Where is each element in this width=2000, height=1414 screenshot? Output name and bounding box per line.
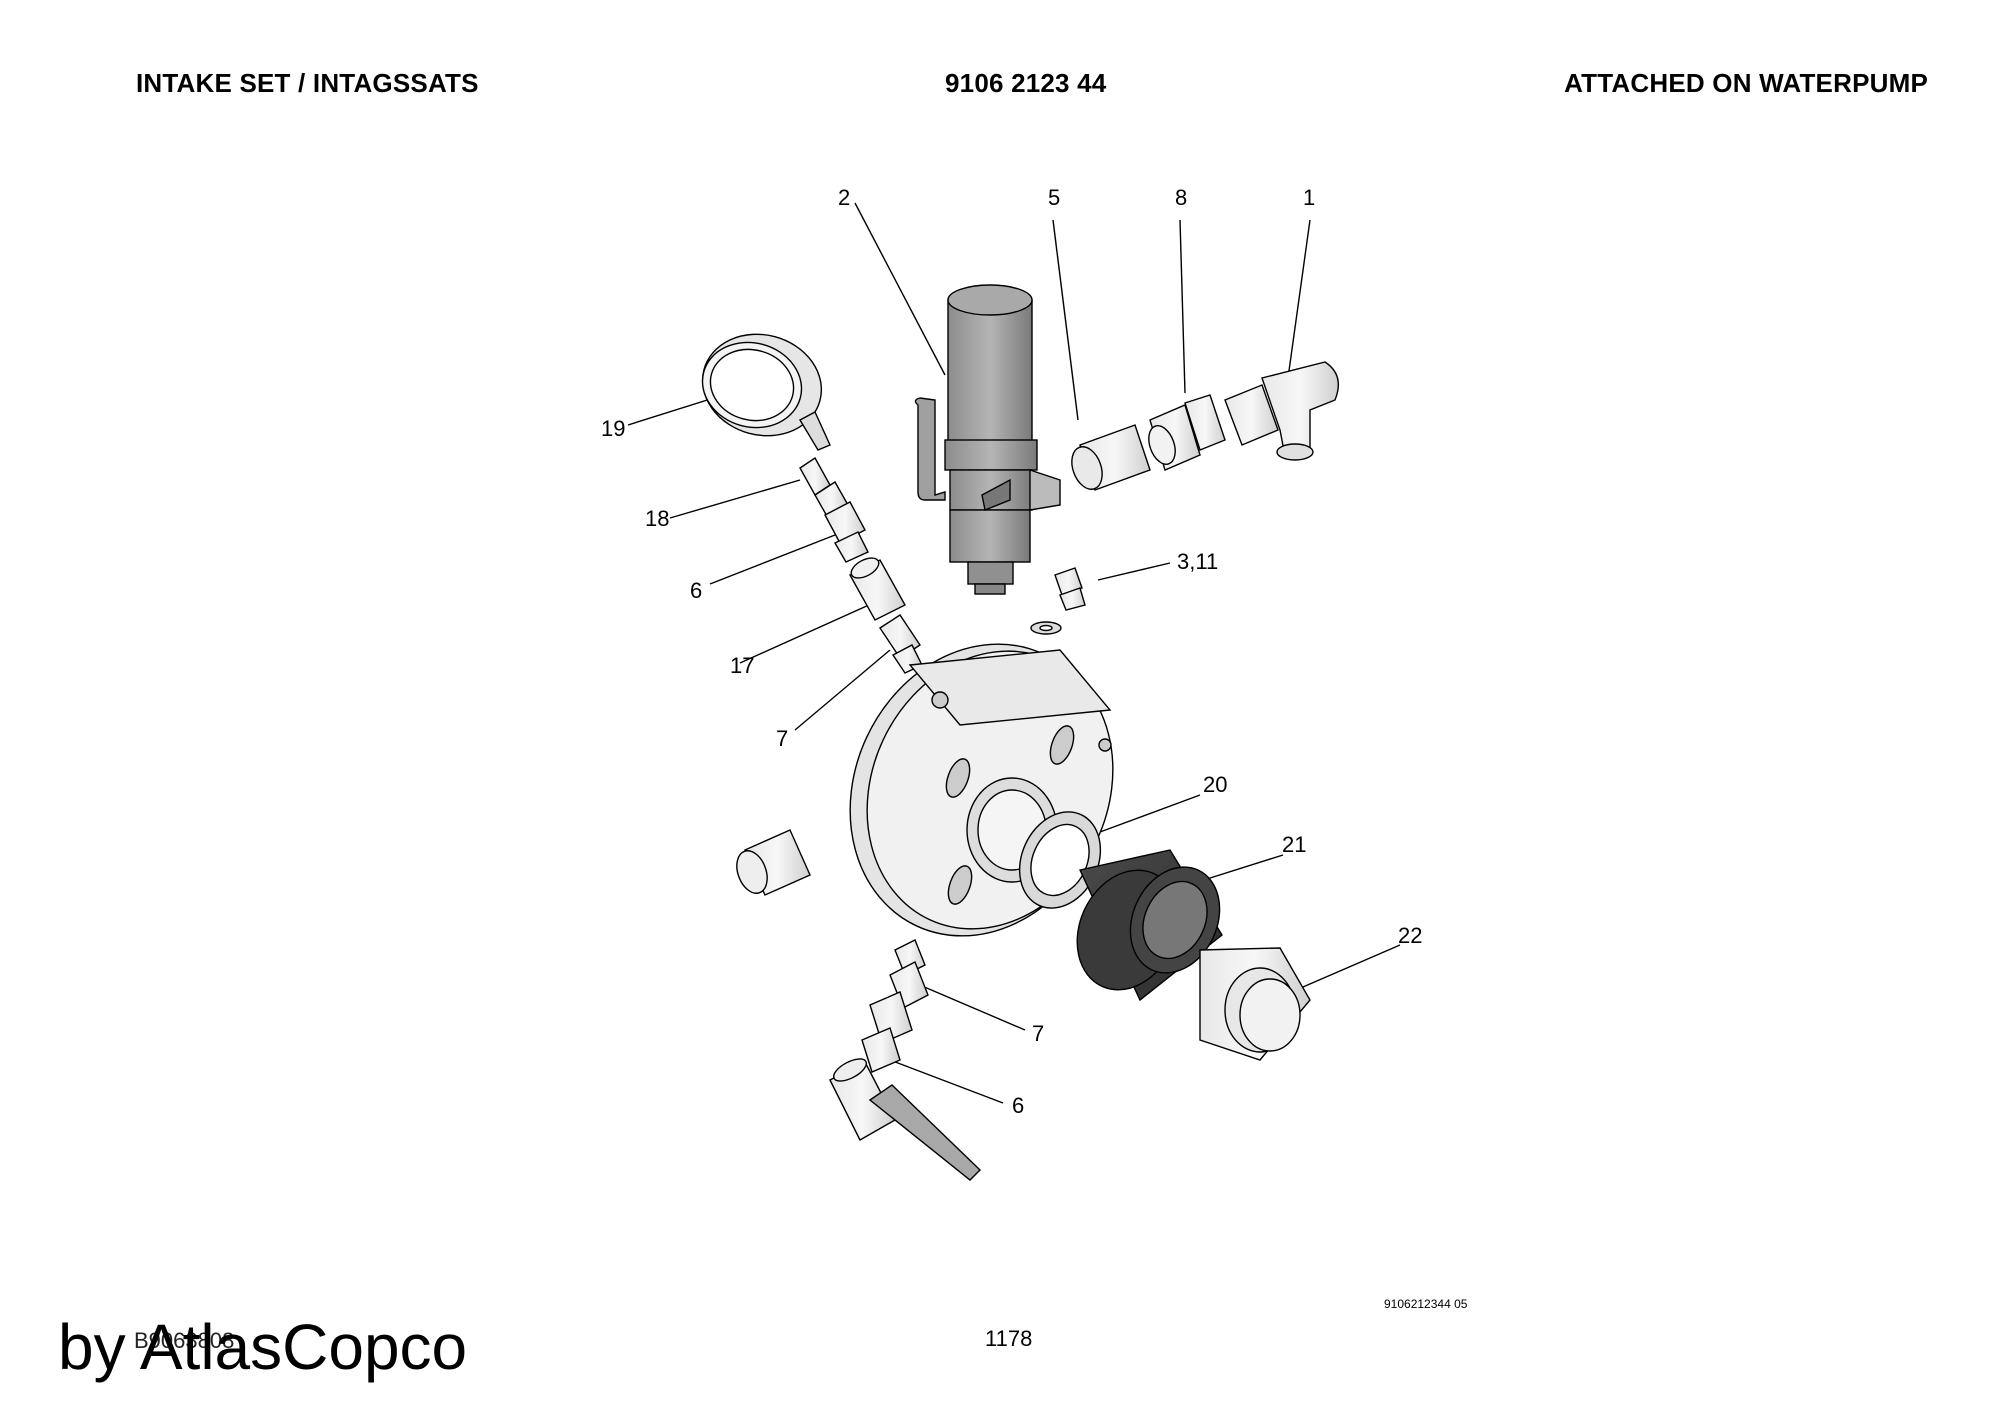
callout-2: 2 <box>838 185 850 210</box>
callout-5: 5 <box>1048 185 1060 210</box>
brand-watermark: by AtlasCopco <box>58 1311 468 1383</box>
callout-6-lower: 6 <box>1012 1093 1024 1118</box>
drain-cock-icon <box>829 1058 981 1181</box>
fitting-6-upper-icon <box>824 501 869 563</box>
header-part-number: 9106 2123 44 <box>945 68 1107 98</box>
valve-2-icon <box>914 284 1061 595</box>
header-subtitle: ATTACHED ON WATERPUMP <box>1564 68 1928 98</box>
callout-21: 21 <box>1282 832 1306 857</box>
rubber-coupling-21-icon <box>1076 849 1223 1002</box>
callout-8: 8 <box>1175 185 1187 210</box>
document-code: B9063808 <box>134 1328 235 1353</box>
callout-20: 20 <box>1203 772 1227 797</box>
page-number: 1178 <box>985 1326 1033 1351</box>
fitting-8-icon <box>1148 394 1226 471</box>
callout-7-upper: 7 <box>776 726 788 751</box>
callout-22: 22 <box>1398 923 1422 948</box>
callout-17: 17 <box>730 653 754 678</box>
nut-22-icon <box>1199 947 1311 1061</box>
callout-1: 1 <box>1303 185 1315 210</box>
callout-labels: 2 5 8 1 19 18 6 3,11 17 7 20 21 22 7 6 <box>601 185 1422 1118</box>
callout-18: 18 <box>645 506 669 531</box>
fitting-6-lower-icon <box>861 991 913 1073</box>
callout-7-lower: 7 <box>1032 1021 1044 1046</box>
plug-3-11-icon <box>1030 567 1086 635</box>
callout-19: 19 <box>601 416 625 441</box>
side-nut-icon <box>736 829 811 896</box>
elbow-1-icon <box>1224 361 1339 461</box>
adapter-17-icon <box>849 557 906 621</box>
sleeve-5-icon <box>1071 424 1151 491</box>
drawing-code: 9106212344 05 <box>1384 1297 1468 1311</box>
pressure-gauge-icon <box>701 333 831 451</box>
header-title: INTAKE SET / INTAGSSATS <box>136 68 479 98</box>
seal-ring-20-icon <box>1018 811 1102 909</box>
callout-3-11: 3,11 <box>1177 549 1218 574</box>
callout-6-upper: 6 <box>690 578 702 603</box>
